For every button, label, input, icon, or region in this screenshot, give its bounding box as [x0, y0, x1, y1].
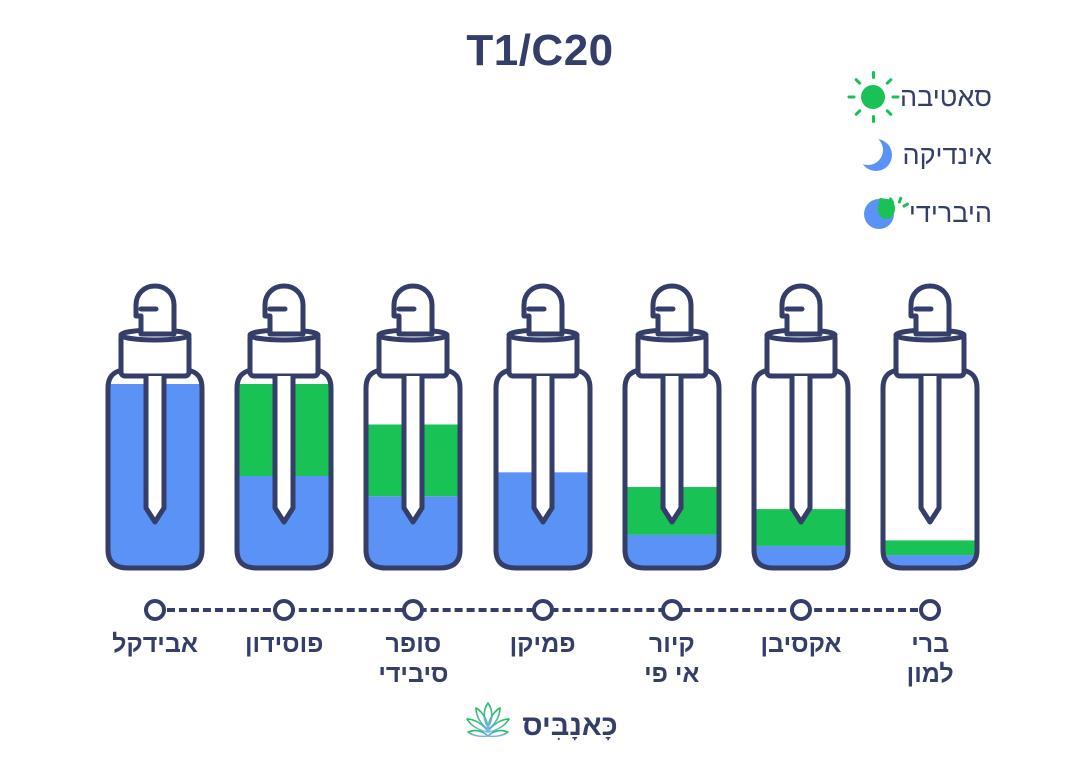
bottle-label-line: קיור	[648, 630, 695, 658]
bottle-5	[611, 272, 733, 584]
legend-item-indica: אינדיקה	[732, 126, 992, 184]
bottle-label-line: אבידקל	[112, 630, 198, 658]
page-title: T1/C20	[466, 26, 614, 75]
brand-logo: כָּאנָבִּיס	[0, 700, 1080, 752]
bottle-1	[94, 272, 216, 584]
sun-icon	[846, 70, 900, 124]
axis-node-4[interactable]	[531, 599, 554, 621]
brand-name: כָּאנָבִּיס	[522, 709, 618, 742]
sun-moon-hybrid-icon	[855, 186, 910, 240]
axis-node-2[interactable]	[273, 599, 296, 621]
bottle-label-line: סופר	[385, 630, 442, 658]
moon-icon	[849, 128, 903, 182]
legend: סאטיבה אינדיקה היברידי	[732, 68, 992, 242]
axis-node-3[interactable]	[402, 599, 425, 621]
bottle-label-6: אקסיבן	[716, 630, 886, 660]
bottle-label-line: פוסידון	[244, 630, 324, 658]
bottle-2	[223, 272, 345, 584]
bottle-chart	[0, 272, 1080, 584]
bottle-label-line: למון	[906, 659, 954, 688]
bottle-label-line: סיבידי	[378, 659, 449, 688]
timeline-axis	[0, 596, 1080, 624]
bottle-label-1: אבידקל	[70, 630, 240, 660]
bottle-label-2: פוסידון	[199, 630, 369, 660]
bottle-7	[869, 272, 991, 584]
bottle-label-line: אקסיבן	[760, 630, 842, 658]
axis-node-6[interactable]	[790, 599, 812, 621]
legend-item-sativa: סאטיבה	[732, 68, 992, 126]
legend-item-hybrid-label: היברידי	[908, 197, 992, 228]
bottle-3	[352, 272, 474, 584]
bottle-label-line: פמיקן	[509, 630, 576, 658]
legend-item-hybrid: היברידי	[732, 184, 992, 242]
bottle-liquid	[883, 540, 978, 568]
bottle-label-4: פמיקן	[458, 630, 628, 660]
legend-item-indica-label: אינדיקה	[902, 139, 993, 170]
bottle-label-line: אי פי	[644, 659, 700, 688]
bottle-label-line: ברי	[911, 630, 950, 658]
bottle-6	[740, 272, 862, 584]
axis-node-7[interactable]	[919, 599, 942, 621]
axis-node-5[interactable]	[660, 599, 683, 621]
axis-node-1[interactable]	[144, 599, 166, 621]
cannabis-leaf-icon	[462, 700, 514, 752]
bottle-4	[482, 272, 604, 584]
legend-item-sativa-label: סאטיבה	[899, 81, 992, 112]
